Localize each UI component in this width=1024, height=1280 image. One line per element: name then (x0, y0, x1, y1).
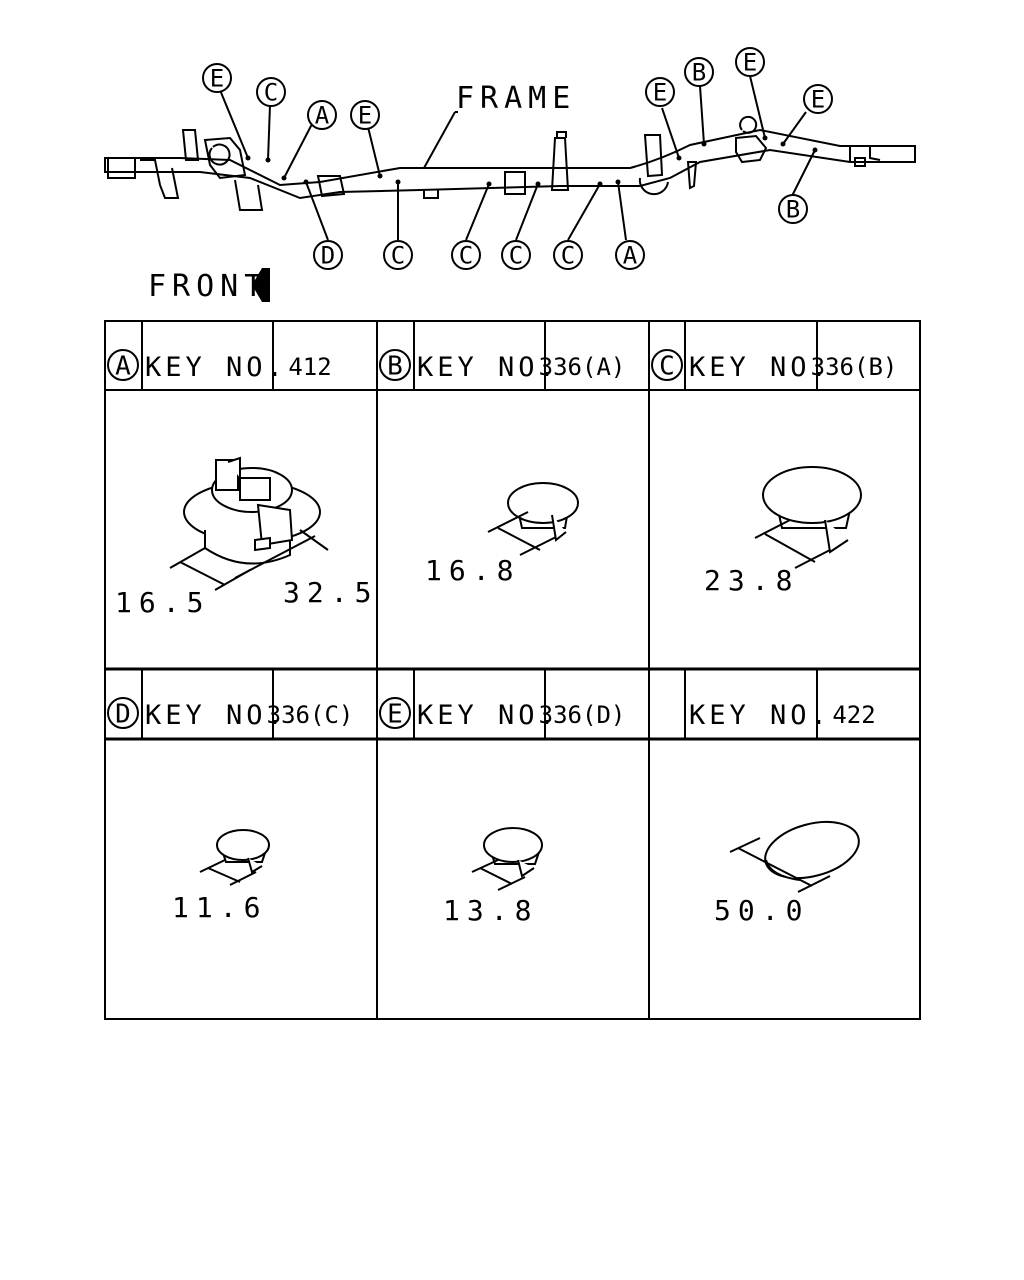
part-e-dimensions (471, 859, 526, 891)
callout-e-3-letter: E (358, 102, 372, 130)
header-letter-3: D (107, 697, 139, 729)
callout-c-7-letter: C (509, 242, 523, 270)
callout-e-12-letter: E (743, 49, 757, 77)
part-a-illustration (183, 456, 321, 565)
callout-c-6-letter: C (459, 242, 473, 270)
header-letter-0-letter: A (115, 351, 131, 381)
header-letter-3-letter: D (115, 699, 131, 729)
callout-b-14: B (778, 194, 808, 224)
parts-table (104, 320, 921, 1020)
header-key-no-2: 336(B) (811, 353, 898, 381)
dimension-label-4-0: 13.8 (443, 894, 538, 927)
dimension-label-0-0: 16.5 (115, 586, 210, 619)
header-letter-4-letter: E (387, 699, 403, 729)
header-key-no-5: 422 (832, 701, 875, 729)
callout-a-2: A (307, 100, 337, 130)
header-letter-1: B (379, 349, 411, 381)
header-letter-4: E (379, 697, 411, 729)
part-a-dimensions (169, 529, 329, 591)
callout-b-14-letter: B (786, 196, 800, 224)
part-e-illustration (483, 827, 543, 878)
callout-c-8-letter: C (561, 242, 575, 270)
dimension-label-5-0: 50.0 (714, 894, 809, 927)
part-d-illustration (216, 829, 270, 874)
header-key-no-4: 336(D) (539, 701, 626, 729)
header-key-no-0: 412 (288, 353, 331, 381)
header-key-label-2: KEY NO. (689, 352, 831, 383)
callout-c-1: C (256, 77, 286, 107)
callout-e-13: E (803, 84, 833, 114)
callout-a-9-letter: A (623, 242, 638, 270)
header-letter-2-letter: C (659, 351, 675, 381)
callout-c-7: C (501, 240, 531, 270)
part-b-illustration (507, 482, 579, 542)
callout-c-1-letter: C (264, 79, 278, 107)
part-b-dimensions (487, 511, 557, 556)
header-key-label-4: KEY NO. (417, 700, 559, 731)
callout-e-0: E (202, 63, 232, 93)
callout-e-10-letter: E (653, 79, 667, 107)
callout-c-6: C (451, 240, 481, 270)
callout-b-11: B (684, 57, 714, 87)
header-letter-2: C (651, 349, 683, 381)
callout-c-5-letter: C (391, 242, 405, 270)
header-letter-1-letter: B (387, 351, 403, 381)
callout-e-0-letter: E (210, 65, 224, 93)
callout-c-8: C (553, 240, 583, 270)
part-422-illustration (764, 820, 860, 881)
callout-d-4: D (313, 240, 343, 270)
callout-d-4-letter: D (321, 242, 335, 270)
front-arrow-icon (252, 268, 270, 302)
part-422-dimensions (729, 837, 831, 893)
callout-e-3: E (350, 100, 380, 130)
header-key-label-0: KEY NO. (145, 352, 287, 383)
callout-c-5: C (383, 240, 413, 270)
header-key-no-1: 336(A) (539, 353, 626, 381)
callout-e-13-letter: E (811, 86, 825, 114)
part-c-dimensions (754, 519, 831, 569)
header-key-label-5: KEY NO. (689, 700, 831, 731)
callout-a-9: A (615, 240, 645, 270)
dimension-label-2-0: 23.8 (704, 564, 799, 597)
dimension-label-3-0: 11.6 (172, 891, 267, 924)
dimension-labels: 16.5 32.5 16.8 23.8 11.6 13.8 50.0 (115, 554, 809, 927)
header-key-label-3: KEY NO. (145, 700, 287, 731)
header-letter-0: A (107, 349, 139, 381)
callout-e-12: E (735, 47, 765, 77)
header-key-label-1: KEY NO. (417, 352, 559, 383)
leader-dots (245, 135, 818, 187)
callout-a-2-letter: A (315, 102, 330, 130)
frame-label: FRAME (456, 81, 576, 116)
front-label: FRONT (148, 269, 268, 304)
callout-b-11-letter: B (692, 59, 706, 87)
part-c-illustration (762, 466, 862, 554)
frame-illustration (104, 75, 916, 241)
dimension-label-1-0: 16.8 (425, 554, 520, 587)
callout-e-10: E (645, 77, 675, 107)
dimension-label-0-1: 32.5 (283, 576, 378, 609)
header-key-no-3: 336(C) (267, 701, 354, 729)
part-d-dimensions (199, 859, 257, 886)
